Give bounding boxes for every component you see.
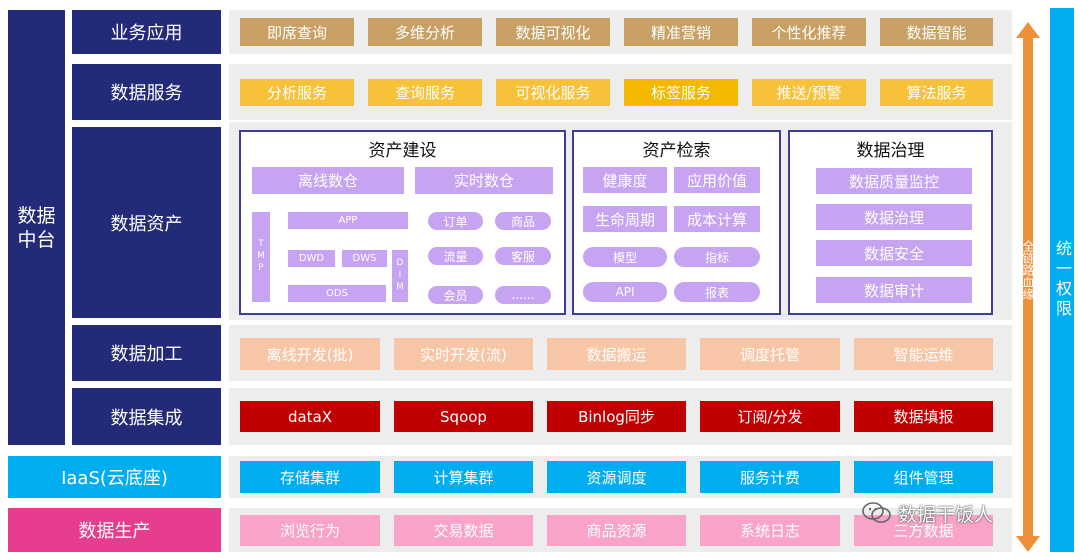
- business-app-chip: 数据智能: [880, 18, 993, 46]
- processing-chip: 智能运维: [854, 338, 993, 370]
- search-indicator: 指标: [674, 247, 760, 267]
- search-model: 模型: [583, 247, 667, 267]
- layer-data-processing-text: 数据加工: [110, 344, 183, 365]
- offline-warehouse: 离线数仓: [252, 167, 404, 194]
- permission-label: 统一权限: [1053, 240, 1072, 320]
- integration-chip: 订阅/分发: [700, 401, 840, 432]
- business-app-chip: 数据可视化: [496, 18, 610, 46]
- integration-chip: Binlog同步: [547, 401, 686, 432]
- dim-layer: DIM: [392, 250, 408, 302]
- production-chip: 系统日志: [700, 515, 840, 546]
- wechat-icon: [862, 502, 891, 523]
- search-health: 健康度: [583, 167, 667, 193]
- processing-chip: 离线开发(批): [240, 338, 380, 370]
- search-report: 报表: [674, 282, 760, 302]
- business-app-chip: 多维分析: [368, 18, 482, 46]
- layer-data-asset-text: 数据资产: [110, 213, 183, 235]
- asset-search-title: 资产检索: [642, 141, 711, 161]
- layer-business-app: 业务应用: [72, 10, 221, 54]
- business-app-chip: 个性化推荐: [752, 18, 866, 46]
- layer-business-app-text: 业务应用: [110, 23, 183, 44]
- ods-layer: ODS: [288, 285, 386, 302]
- layer-data-asset: 数据资产: [72, 127, 221, 318]
- data-service-chip: 推送/预警: [752, 79, 866, 106]
- search-lifecycle: 生命周期: [583, 206, 667, 232]
- layer-data-service: 数据服务: [72, 64, 221, 120]
- layer-data-integration: 数据集成: [72, 388, 221, 445]
- permission-bar: 统一权限: [1050, 8, 1074, 552]
- iaas-label-text: IaaS(云底座): [61, 468, 168, 489]
- layer-data-integration-text: 数据集成: [110, 407, 183, 429]
- asset-build-title: 资产建设: [368, 141, 437, 161]
- dws-layer: DWS: [342, 250, 387, 267]
- governance-title: 数据治理: [856, 141, 925, 161]
- subject-order: 订单: [428, 212, 483, 230]
- subject-goods: 商品: [495, 212, 551, 230]
- lineage-label: 全链路血缘: [1021, 240, 1035, 300]
- watermark: 数据干饭人: [862, 498, 993, 528]
- tmp-layer: TMP: [252, 212, 270, 302]
- asset-search-box: 资产检索 健康度 应用价值 生命周期 成本计算 模型 指标 API 报表: [572, 130, 781, 315]
- processing-chip: 调度托管: [700, 338, 840, 370]
- integration-chip: 数据填报: [854, 401, 993, 432]
- iaas-label: IaaS(云底座): [8, 456, 221, 498]
- data-service-chip: 查询服务: [368, 79, 482, 106]
- data-middle-platform-label: 数据中台: [8, 10, 65, 445]
- data-service-chip: 分析服务: [240, 79, 354, 106]
- data-service-chip: 可视化服务: [496, 79, 610, 106]
- governance-security: 数据安全: [816, 240, 972, 266]
- search-cost: 成本计算: [674, 206, 760, 232]
- production-chip: 三方数据: [854, 515, 993, 546]
- layer-data-processing: 数据加工: [72, 325, 221, 381]
- production-chip: 浏览行为: [240, 515, 380, 546]
- data-middle-platform-text: 数据中台: [17, 204, 56, 251]
- processing-chip: 数据搬运: [547, 338, 686, 370]
- watermark-text: 数据干饭人: [898, 503, 994, 526]
- business-app-chip: 精准营销: [624, 18, 738, 46]
- iaas-chip: 资源调度: [547, 461, 686, 493]
- business-app-chip: 即席查询: [240, 18, 354, 46]
- subject-member: 会员: [428, 286, 483, 304]
- iaas-chip: 服务计费: [700, 461, 840, 493]
- dwd-layer: DWD: [288, 250, 335, 267]
- processing-chip: 实时开发(流): [394, 338, 533, 370]
- governance-box: 数据治理 数据质量监控 数据治理 数据安全 数据审计: [788, 130, 993, 315]
- layer-data-service-text: 数据服务: [110, 83, 183, 104]
- integration-chip: Sqoop: [394, 401, 533, 432]
- search-api: API: [583, 282, 667, 302]
- app-layer: APP: [288, 212, 408, 229]
- data-service-chip: 算法服务: [880, 79, 993, 106]
- integration-chip: dataX: [240, 401, 380, 432]
- governance-quality: 数据质量监控: [816, 168, 972, 194]
- subject-more: ......: [495, 286, 551, 304]
- production-chip: 交易数据: [394, 515, 533, 546]
- iaas-chip: 组件管理: [854, 461, 993, 493]
- production-chip: 商品资源: [547, 515, 686, 546]
- search-value: 应用价值: [674, 167, 760, 193]
- lineage-double-arrow-icon: [1016, 22, 1040, 552]
- data-production-label: 数据生产: [8, 508, 221, 552]
- iaas-chip: 计算集群: [394, 461, 533, 493]
- realtime-warehouse: 实时数仓: [415, 167, 553, 194]
- governance-audit: 数据审计: [816, 277, 972, 303]
- iaas-chip: 存储集群: [240, 461, 380, 493]
- data-service-chip: 标签服务: [624, 79, 738, 106]
- data-production-label-text: 数据生产: [78, 521, 151, 542]
- asset-build-box: 资产建设 离线数仓 实时数仓 TMP APP DWD DWS DIM ODS 订…: [239, 130, 566, 315]
- subject-traffic: 流量: [428, 247, 483, 265]
- governance-governance: 数据治理: [816, 204, 972, 230]
- subject-service: 客服: [495, 247, 551, 265]
